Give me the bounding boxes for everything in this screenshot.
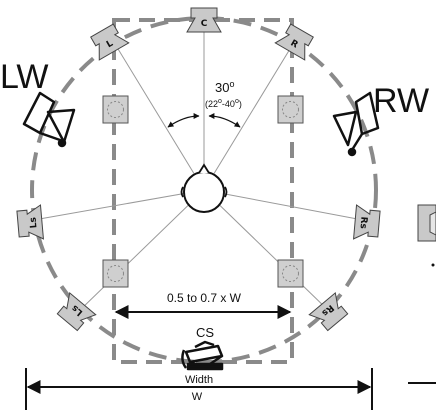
listener-head-icon bbox=[180, 163, 228, 213]
speaker-label-ls: Ls bbox=[29, 217, 40, 229]
angle-main: 30 bbox=[215, 80, 229, 95]
subwoofer-icon bbox=[102, 259, 129, 288]
angle-degree: o bbox=[229, 79, 234, 89]
speaker-label-l: L bbox=[105, 39, 115, 51]
inner-width-label: 0.5 to 0.7 x W bbox=[167, 291, 242, 305]
speaker-right-surround: Rs bbox=[308, 291, 349, 332]
radial-lines bbox=[27, 30, 369, 313]
angle-range-end: ) bbox=[239, 99, 242, 109]
svg-text:(22o-40o): (22o-40o) bbox=[205, 98, 242, 109]
speaker-left-surround: Ls bbox=[56, 291, 97, 332]
width-symbol: W bbox=[192, 391, 203, 403]
subwoofer-icon bbox=[102, 95, 129, 124]
angle-arc-right bbox=[208, 113, 241, 128]
width-label: Width bbox=[185, 374, 213, 386]
speaker-center: C bbox=[186, 7, 222, 33]
listening-circle bbox=[30, 16, 378, 364]
speaker-label-r: R bbox=[288, 38, 299, 50]
subwoofer-icon bbox=[277, 259, 304, 288]
label-cs: CS bbox=[196, 325, 214, 340]
angle-arc-left bbox=[167, 113, 200, 128]
speaker-label-rs: Rs bbox=[357, 216, 368, 229]
angle-range-mid: -40 bbox=[222, 99, 235, 109]
speaker-right-side: Rs bbox=[352, 204, 381, 240]
subwoofer-boxes bbox=[102, 95, 304, 288]
label-lw: LW bbox=[0, 58, 48, 96]
svg-text:30o: 30o bbox=[215, 79, 234, 95]
speaker-partial-right bbox=[417, 204, 436, 267]
speaker-right: R bbox=[274, 23, 314, 61]
speaker-left: L bbox=[90, 23, 130, 61]
speaker-center-surround-icon bbox=[181, 340, 224, 371]
speaker-left-side: Ls bbox=[16, 204, 45, 240]
speaker-wide-left-icon bbox=[22, 91, 76, 148]
subwoofer-icon bbox=[277, 95, 304, 124]
speaker-wide-right-icon bbox=[332, 91, 380, 157]
angle-range-start: (22 bbox=[205, 99, 218, 109]
speaker-label-c: C bbox=[201, 19, 208, 29]
label-rw: RW bbox=[373, 82, 429, 120]
